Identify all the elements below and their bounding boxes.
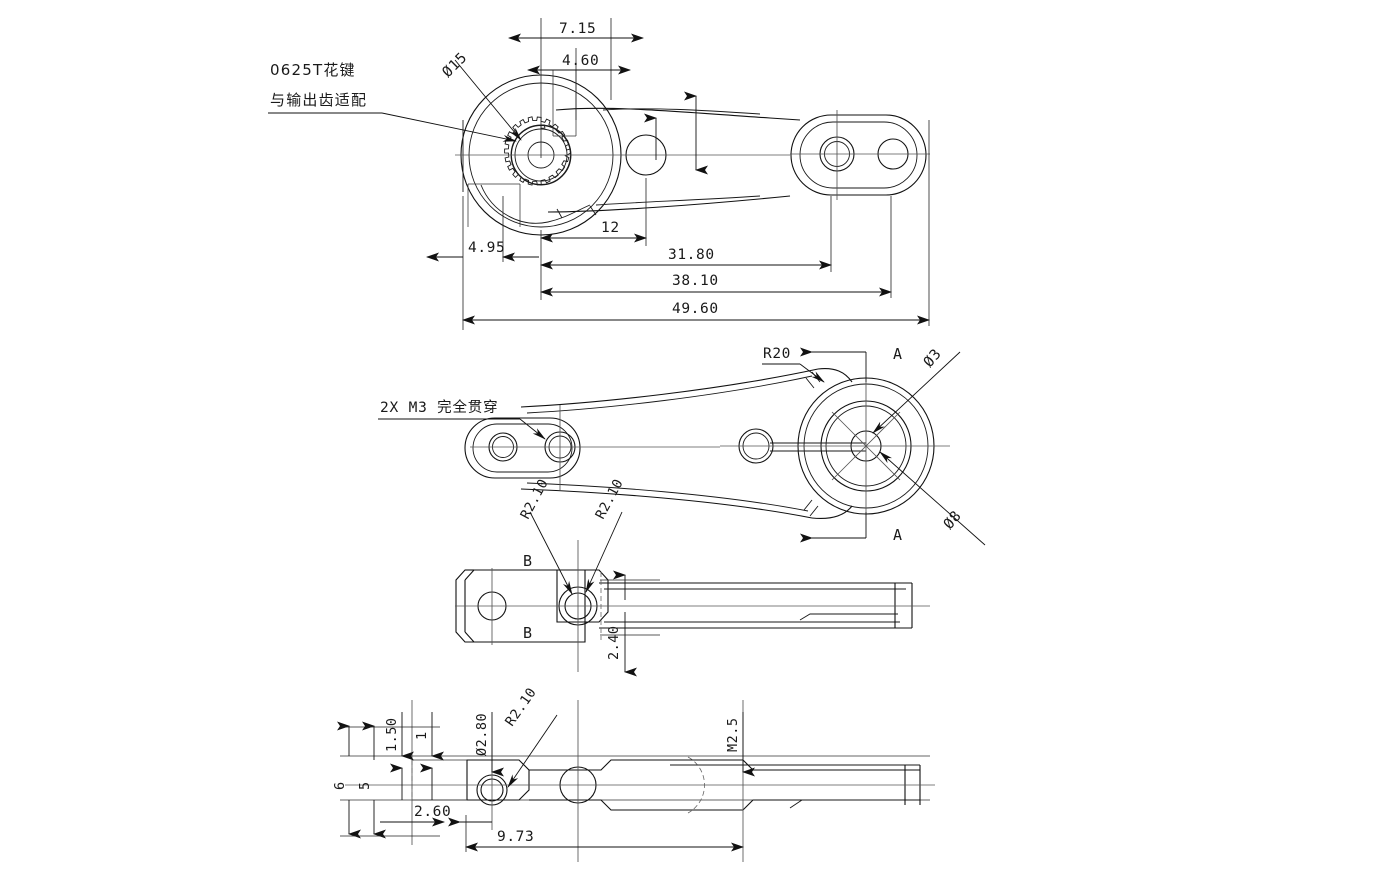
plan-view: R20 Ø3 Ø8 A A 2X M3 完全贯穿	[378, 345, 986, 546]
dim-12: 12	[540, 220, 647, 243]
dim-38-10: 38.10	[540, 273, 892, 297]
section-label-b-bottom: B	[523, 624, 532, 642]
dim-49-60: 49.60	[462, 301, 930, 325]
section-label-a-bottom: A	[893, 526, 902, 544]
thread-note: 2X M3 完全贯穿	[378, 398, 546, 440]
dim-31-80-text: 31.80	[668, 247, 715, 263]
dim-7-15: 7.15	[508, 21, 644, 43]
dia3-leader: Ø3	[872, 346, 961, 434]
dim-1: 1	[414, 712, 444, 800]
dim-dia8-text: Ø8	[941, 508, 965, 533]
dim-4-95: 4.95	[426, 240, 539, 262]
spline-teeth-icon	[504, 116, 572, 186]
top-view: Ø15 0625T花键 与输出齿适配 7.15 4.60	[268, 18, 930, 330]
dim-r210-left-text: R2.10	[517, 476, 551, 522]
dim-31-80: 31.80	[540, 247, 832, 270]
r210-right-leader: R2.10	[585, 476, 627, 593]
dim-2-60-text: 2.60	[414, 804, 451, 820]
section-label-b-top: B	[523, 552, 532, 570]
dim-6-text: 6	[332, 781, 348, 790]
dim-38-10-text: 38.10	[672, 273, 719, 289]
spline-note-line2: 与输出齿适配	[270, 91, 367, 109]
top-view-right-boss	[790, 114, 927, 196]
section-label-a-top: A	[893, 345, 902, 363]
dim-4-95-text: 4.95	[468, 240, 505, 256]
r20-leader: R20	[762, 346, 825, 383]
dim-dia-2-80-text: Ø2.80	[474, 713, 490, 756]
dia-2-80-leader: Ø2.80	[474, 712, 504, 777]
m2-5-leader: M2.5	[725, 712, 755, 777]
dim-2-40: 2.40	[600, 570, 660, 677]
dim-dia3-text: Ø3	[921, 346, 945, 371]
dim-2-40-text: 2.40	[606, 625, 622, 660]
r210-left-leader: R2.10	[517, 476, 573, 595]
arm-thickness-dim	[644, 91, 708, 175]
dim-1-text: 1	[414, 731, 430, 740]
r2-10-leader-bottom: R2.10	[502, 685, 558, 788]
dia15-leader: Ø15	[440, 50, 522, 141]
dim-5: 5	[357, 721, 386, 839]
dim-1-50-text: 1.50	[384, 717, 400, 752]
dim-dia15: Ø15	[440, 50, 471, 81]
dim-4-60: 4.60	[527, 53, 631, 75]
spline-note-line1: 0625T花键	[270, 61, 356, 79]
section-a-a: A A	[800, 345, 902, 544]
dim-5-text: 5	[357, 781, 373, 790]
dim-9-73: 9.73	[465, 829, 744, 852]
dim-12-text: 12	[601, 220, 620, 236]
dim-r210-right-text: R2.10	[592, 476, 626, 522]
dim-4-60-text: 4.60	[562, 53, 599, 69]
dim-r20-text: R20	[763, 346, 791, 362]
dim-7-15-text: 7.15	[559, 21, 596, 37]
side-view: B B R2.10 R2.10 2.40	[455, 476, 930, 677]
dim-1-50: 1.50	[384, 712, 414, 800]
dim-9-73-text: 9.73	[497, 829, 534, 845]
dim-6: 6	[332, 721, 361, 839]
dim-r2-10-bottom-text: R2.10	[502, 685, 540, 730]
spline-note: 0625T花键 与输出齿适配	[268, 61, 517, 142]
dim-49-60-text: 49.60	[672, 301, 719, 317]
dim-2-60: 2.60	[380, 804, 492, 827]
bottom-view: 6 5 1.50 1 Ø2.80 R2.10	[332, 685, 935, 862]
thread-note-text: 2X M3 完全贯穿	[380, 398, 498, 416]
dim-m2-5-text: M2.5	[725, 717, 741, 752]
